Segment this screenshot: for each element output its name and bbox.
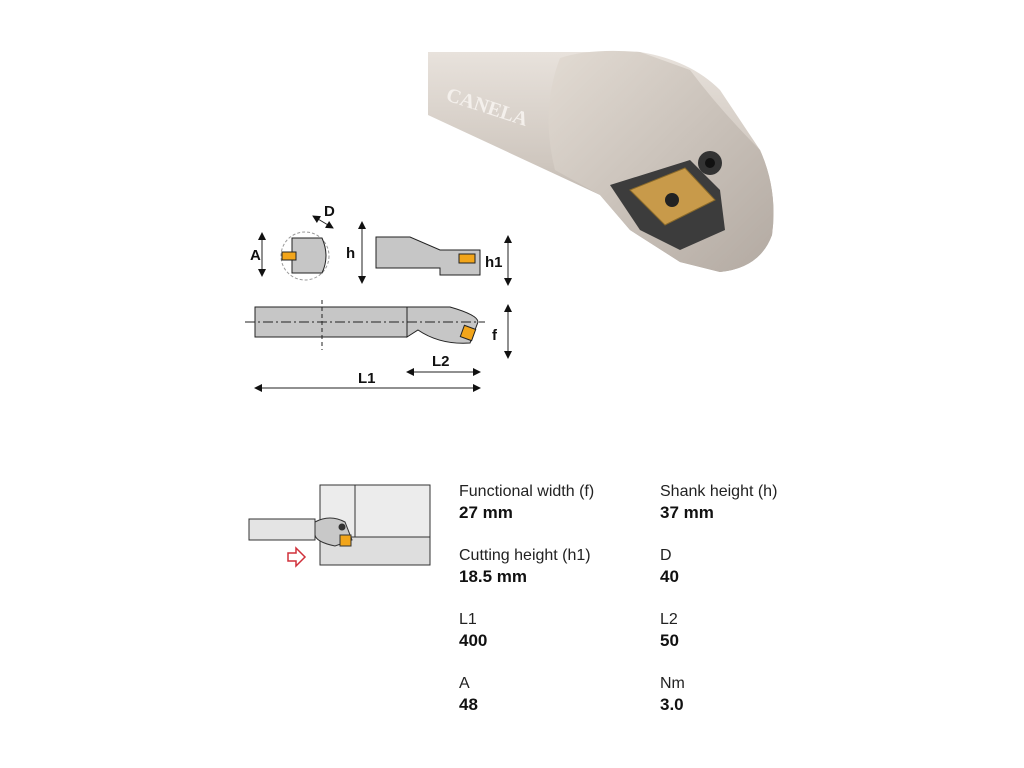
spec-value: 18.5 mm [459, 567, 528, 586]
spec-shank-height: Shank height (h) 37 mm [660, 482, 860, 523]
spec-value: 48 [459, 695, 478, 714]
spec-label: Shank height (h) [660, 483, 778, 500]
spec-functional-width: Functional width (f) 27 mm [459, 482, 659, 523]
spec-label: Nm [660, 675, 685, 692]
spec-a: A 48 [459, 674, 659, 715]
spec-label: D [660, 547, 672, 564]
spec-l2: L2 50 [660, 610, 860, 651]
spec-label: L1 [459, 611, 477, 628]
spec-l1: L1 400 [459, 610, 659, 651]
spec-value: 40 [660, 567, 679, 586]
application-diagram [248, 484, 431, 568]
spec-d: D 40 [660, 546, 860, 587]
feed-direction-arrow-icon [287, 546, 307, 568]
spec-label: Functional width (f) [459, 483, 595, 500]
dim-label-h1: h1 [485, 254, 503, 271]
dim-label-L2: L2 [432, 353, 450, 370]
spec-label: L2 [660, 611, 678, 628]
spec-value: 400 [459, 631, 488, 650]
spec-value: 3.0 [660, 695, 684, 714]
dim-label-D: D [324, 203, 335, 220]
product-photo: CANELA [428, 50, 774, 272]
dimension-drawing [245, 215, 512, 392]
spec-label: Cutting height (h1) [459, 547, 591, 564]
spec-cutting-height: Cutting height (h1) 18.5 mm [459, 546, 659, 587]
spec-label: A [459, 675, 470, 692]
spec-value: 50 [660, 631, 679, 650]
spec-value: 37 mm [660, 503, 714, 522]
dim-label-A: A [250, 247, 261, 264]
spec-nm: Nm 3.0 [660, 674, 860, 715]
spec-value: 27 mm [459, 503, 513, 522]
dim-label-f: f [492, 327, 498, 344]
dim-label-h: h [346, 245, 355, 262]
dim-label-L1: L1 [358, 370, 376, 387]
